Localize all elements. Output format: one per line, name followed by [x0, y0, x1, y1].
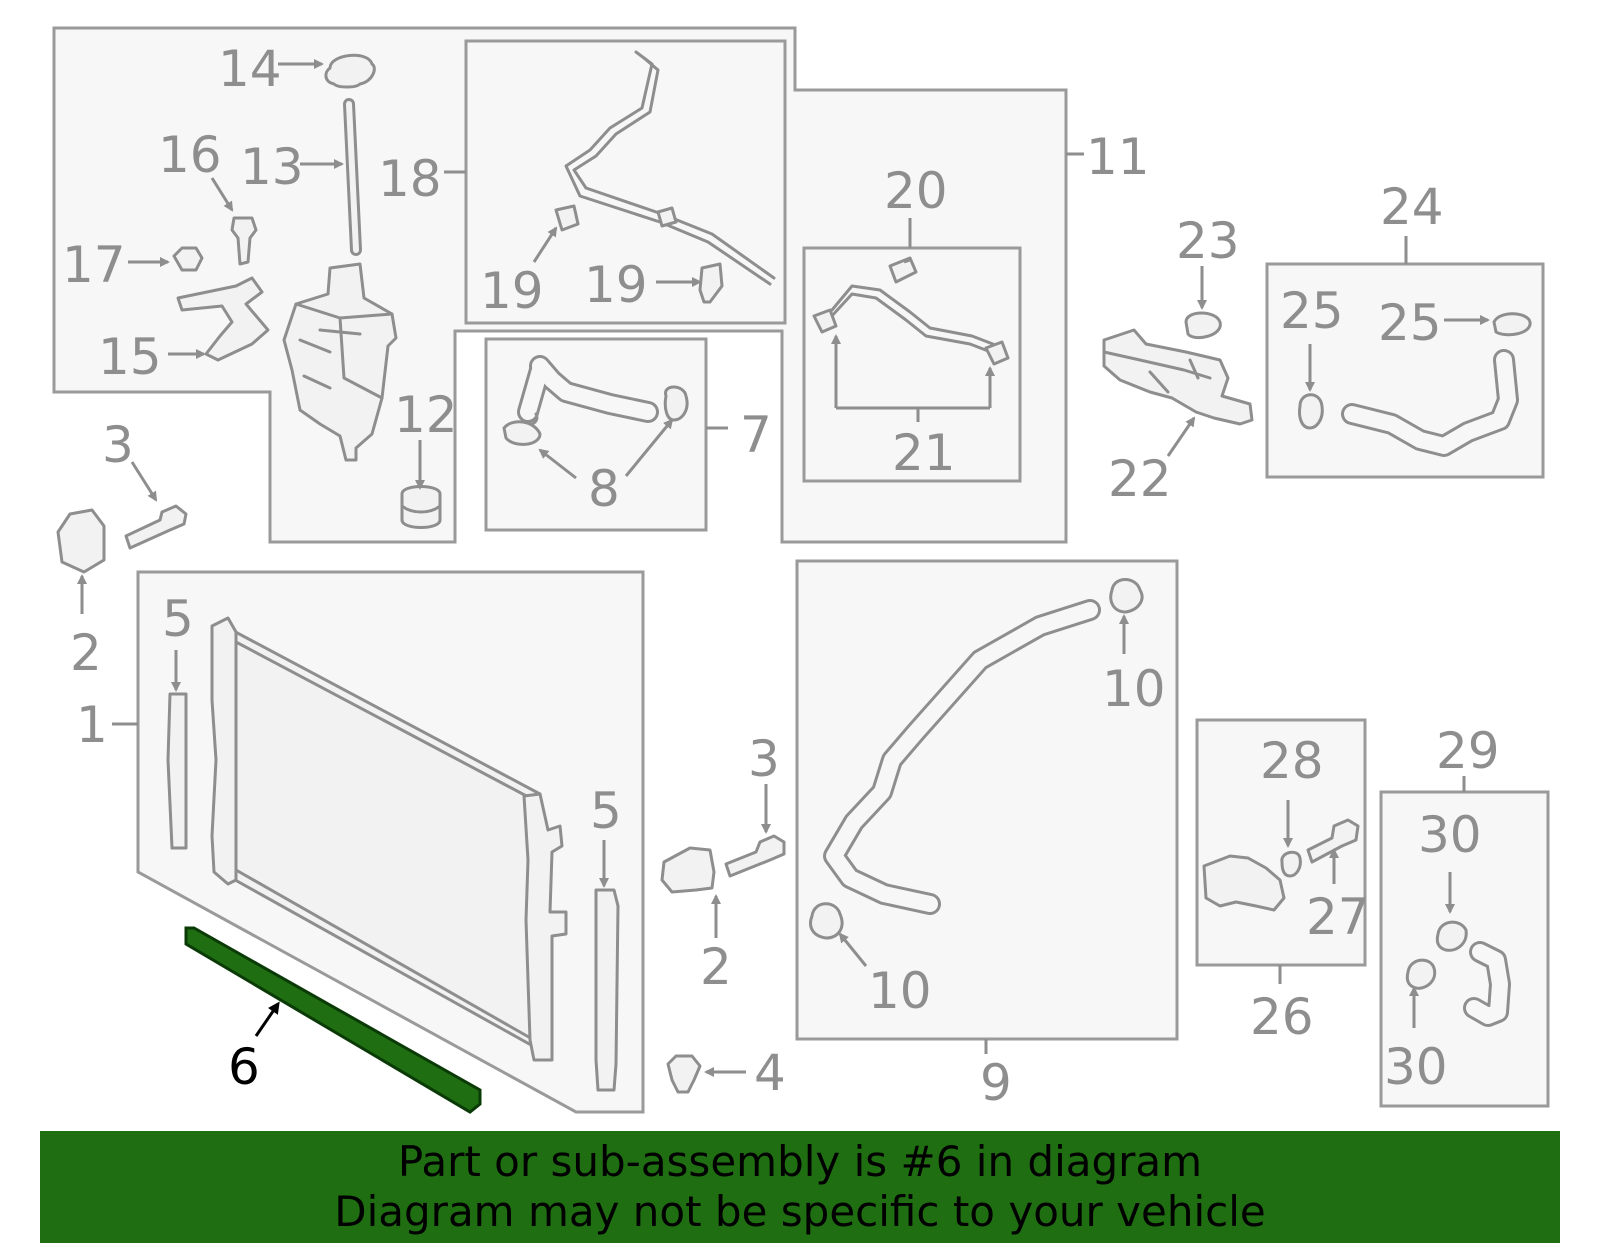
- callout-10b: 10: [868, 962, 932, 1020]
- hose-20-box: [802, 246, 1022, 483]
- reservoir-hose-13-inner: [346, 101, 359, 253]
- hose-20-icon-b: [830, 284, 1000, 348]
- callout-17: 17: [62, 236, 126, 294]
- callout-26: 26: [1250, 988, 1314, 1046]
- callout-11: 11: [1086, 128, 1150, 186]
- clamp-21a-icon: [812, 308, 838, 334]
- clamp-8b-icon: [663, 385, 689, 422]
- reservoir-detail: [294, 302, 394, 400]
- hose-20-clip-icon: [888, 256, 918, 284]
- callout-3a: 3: [102, 416, 134, 474]
- callout-27: 27: [1306, 888, 1370, 946]
- callout-22: 22: [1108, 450, 1172, 508]
- callout-2b: 2: [700, 938, 732, 996]
- callout-10a: 10: [1102, 660, 1166, 718]
- callout-15: 15: [98, 328, 162, 386]
- gasket-23-icon: [1184, 311, 1222, 339]
- callout-20: 20: [884, 162, 948, 220]
- callout-30b: 30: [1384, 1038, 1448, 1096]
- callout-8: 8: [588, 460, 620, 518]
- hose-9-box: [795, 559, 1179, 1041]
- leader-6: [254, 1001, 280, 1037]
- sensor-26-icon: [1202, 854, 1286, 912]
- bracket-2b-icon: [660, 846, 716, 894]
- callout-3b: 3: [748, 730, 780, 788]
- bolt-3b-icon: [724, 834, 786, 878]
- clamp-10b-icon: [809, 902, 844, 940]
- callout-14: 14: [218, 40, 282, 98]
- reservoir-cap-icon: [324, 53, 376, 89]
- callout-13: 13: [240, 138, 304, 196]
- thermostat-housing-icon: [1102, 328, 1254, 426]
- callout-6: 6: [228, 1038, 260, 1096]
- connector-clip-icon: [656, 206, 678, 228]
- nut-17-icon: [172, 246, 204, 272]
- bolt-3a-icon: [124, 504, 188, 550]
- clamp-25a-icon: [1298, 393, 1324, 430]
- callout-1: 1: [76, 696, 108, 754]
- callout-16: 16: [158, 126, 222, 184]
- seal-6-highlighted: [184, 926, 482, 1114]
- reservoir-bracket-icon: [176, 276, 270, 362]
- washer-28-icon: [1280, 850, 1302, 878]
- callout-28: 28: [1260, 732, 1324, 790]
- radiator-tank-right: [522, 792, 568, 1062]
- clamp-25b-icon: [1492, 312, 1532, 337]
- connector-19a-icon: [554, 204, 580, 232]
- mount-12-icon: [400, 485, 442, 529]
- seal-5a-icon: [166, 692, 188, 850]
- callout-5b: 5: [590, 782, 622, 840]
- bracket-2a-icon: [56, 508, 106, 574]
- hose-18-icon-b: [572, 56, 776, 280]
- callout-25a: 25: [1280, 282, 1344, 340]
- callout-2a: 2: [70, 624, 102, 682]
- callout-5a: 5: [162, 590, 194, 648]
- bolt-27-icon: [1306, 818, 1360, 864]
- callout-19b: 19: [584, 256, 648, 314]
- banner-line-1: Part or sub-assembly is #6 in diagram: [397, 1137, 1203, 1186]
- clamp-30b-icon: [1405, 958, 1437, 990]
- callout-12: 12: [394, 386, 458, 444]
- callout-4: 4: [754, 1044, 786, 1102]
- clamp-10a-icon: [1109, 578, 1144, 614]
- radiator-tank-left: [210, 616, 238, 886]
- clamp-30a-icon: [1435, 920, 1468, 952]
- callout-7: 7: [740, 406, 772, 464]
- callout-24: 24: [1380, 178, 1444, 236]
- hose-18-icon: [564, 50, 772, 286]
- callout-9: 9: [980, 1054, 1012, 1112]
- clamp-21b-icon: [984, 340, 1010, 366]
- hose-20-icon: [828, 292, 998, 356]
- callout-30a: 30: [1418, 806, 1482, 864]
- seal-5b-icon: [594, 888, 620, 1092]
- callout-18: 18: [378, 150, 442, 208]
- clip-4-icon: [666, 1054, 702, 1094]
- thermostat-detail: [1102, 350, 1212, 394]
- banner-line-2: Diagram may not be specific to your vehi…: [334, 1187, 1266, 1236]
- callout-29: 29: [1436, 722, 1500, 780]
- callout-21: 21: [892, 424, 956, 482]
- callout-25b: 25: [1378, 294, 1442, 352]
- hose-18-box: [464, 39, 787, 325]
- callout-19a: 19: [480, 262, 544, 320]
- bolt-16-icon: [230, 216, 258, 266]
- clamp-8a-icon: [502, 420, 542, 446]
- info-banner: Part or sub-assembly is #6 in diagram Di…: [40, 1131, 1560, 1243]
- callout-23: 23: [1176, 212, 1240, 270]
- mount-12-detail: [400, 504, 442, 514]
- connector-19b-icon: [698, 262, 724, 304]
